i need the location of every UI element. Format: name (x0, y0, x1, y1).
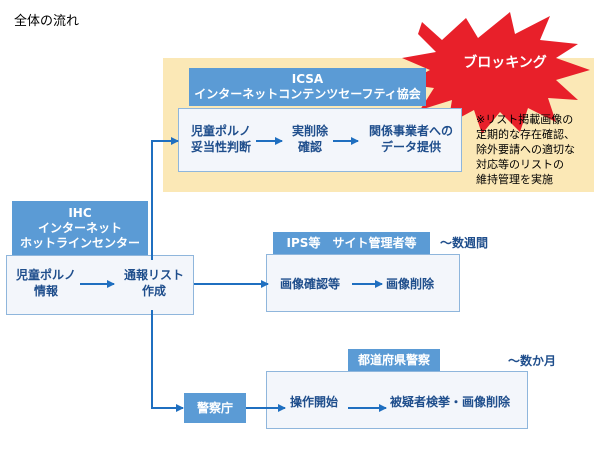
ihc-step-list-line1: 通報リスト (123, 268, 184, 282)
icsa-step-validity-line2: 妥当性判断 (190, 140, 251, 154)
blocking-label: ブロッキング (463, 55, 547, 71)
ips-step-check: 画像確認等 (280, 277, 341, 291)
icsa-note-line: 定期的な存在確認、 (476, 128, 575, 141)
ihc-header-line3: ホットラインセンター (19, 235, 140, 250)
icsa-step-data-provision: 関係事業者への データ提供 (362, 123, 460, 155)
icsa-note-line: 対応等のリストの (476, 158, 564, 171)
ihc-header: IHC インターネット ホットラインセンター (12, 201, 148, 255)
icsa-header-subtitle: インターネットコンテンツセーフティ協会 (194, 87, 421, 101)
national-police-agency-box: 警察庁 (184, 393, 246, 423)
icsa-step-deletion-check-line1: 実削除 (291, 124, 328, 138)
police-step-start: 操作開始 (290, 395, 339, 409)
icsa-header-title: ICSA (291, 72, 324, 86)
icsa-panel (178, 108, 462, 172)
ips-duration: ～数週間 (440, 236, 489, 250)
icsa-step-deletion-check: 実削除 確認 (284, 123, 336, 155)
ihc-step-report-line2: 情報 (33, 284, 58, 298)
icsa-step-data-provision-line1: 関係事業者への (368, 124, 453, 138)
icsa-note-line: 維持管理を実施 (476, 173, 553, 186)
ihc-step-list: 通報リスト 作成 (118, 267, 190, 299)
icsa-note-line: ※リスト掲載画像の (476, 113, 574, 126)
ihc-step-report-line1: 児童ポルノ (15, 268, 76, 282)
national-police-agency-label: 警察庁 (196, 400, 233, 415)
icsa-step-validity: 児童ポルノ 妥当性判断 (182, 123, 260, 155)
icsa-step-validity-line1: 児童ポルノ (190, 124, 251, 138)
police-header: 都道府県警察 (348, 349, 440, 371)
police-duration: ～数か月 (508, 354, 557, 368)
ihc-step-report: 児童ポルノ 情報 (10, 267, 82, 299)
icsa-note-line: 除外要請への適切な (476, 143, 575, 156)
icsa-header: ICSA インターネットコンテンツセーフティ協会 (189, 68, 426, 106)
icsa-step-data-provision-line2: データ提供 (380, 140, 441, 154)
police-header-label: 都道府県警察 (357, 352, 430, 367)
police-panel (266, 371, 528, 429)
ips-header: IPS等 サイト管理者等 (273, 232, 430, 254)
ihc-header-line2: インターネット (37, 220, 122, 235)
ihc-step-list-line2: 作成 (141, 284, 166, 298)
ihc-header-title: IHC (68, 205, 92, 220)
ips-step-delete: 画像削除 (386, 277, 435, 291)
police-step-arrest: 被疑者検挙・画像削除 (390, 395, 511, 409)
ips-panel (266, 254, 460, 312)
icsa-note: ※リスト掲載画像の 定期的な存在確認、 除外要請への適切な 対応等のリストの 維… (476, 112, 575, 187)
blocking-burst-shape (402, 12, 590, 134)
page-title: 全体の流れ (14, 14, 80, 29)
icsa-step-deletion-check-line2: 確認 (297, 140, 322, 154)
ips-header-label: IPS等 サイト管理者等 (286, 235, 417, 250)
